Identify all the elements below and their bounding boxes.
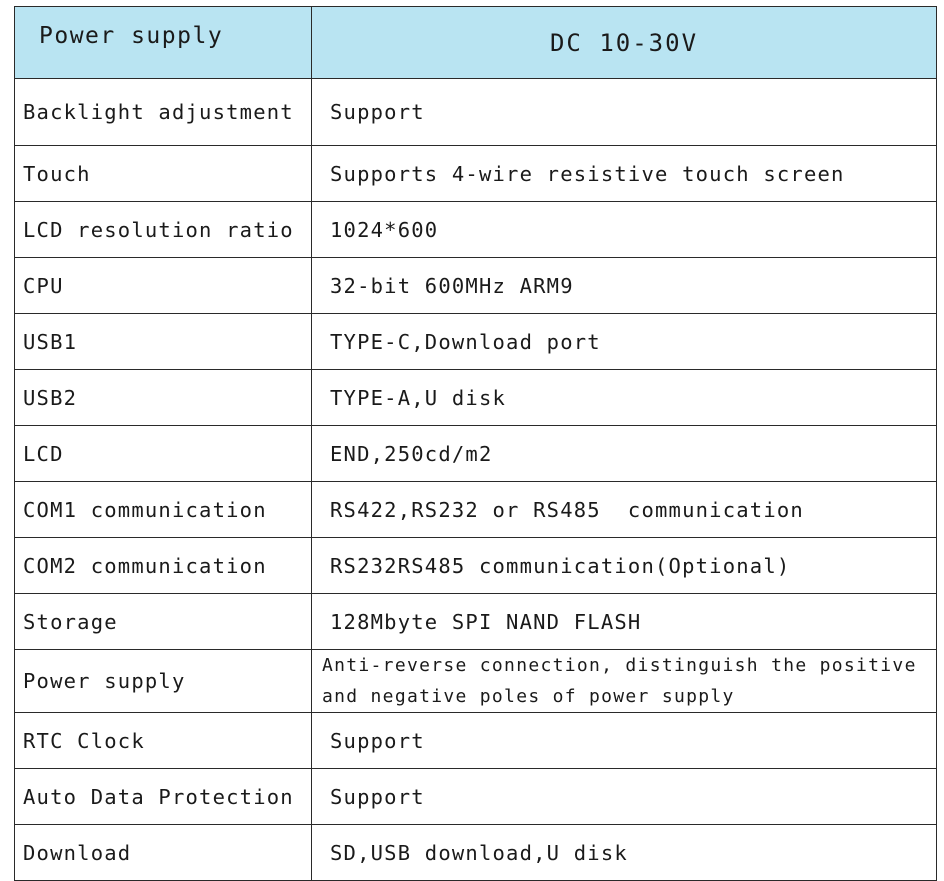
table-row: COM1 communication RS422,RS232 or RS485 … xyxy=(14,481,937,538)
header-label: Power supply xyxy=(14,6,312,79)
row-label: USB2 xyxy=(14,369,312,426)
table-row: USB2 TYPE-A,U disk xyxy=(14,369,937,426)
row-label: USB1 xyxy=(14,313,312,370)
row-value-line-1: Anti-reverse connection, distinguish the… xyxy=(322,655,917,676)
row-label: LCD xyxy=(14,425,312,482)
table-row: LCD END,250cd/m2 xyxy=(14,425,937,482)
row-value-line-2: and negative poles of power supply xyxy=(322,686,735,707)
table-row: Auto Data Protection Support xyxy=(14,768,937,825)
row-value: END,250cd/m2 xyxy=(311,425,937,482)
row-label: CPU xyxy=(14,257,312,314)
row-label: Touch xyxy=(14,145,312,202)
table-row: CPU 32-bit 600MHz ARM9 xyxy=(14,257,937,314)
row-label: COM1 communication xyxy=(14,481,312,538)
row-value: Support xyxy=(311,712,937,769)
row-label: Power supply xyxy=(14,649,312,713)
row-label: Storage xyxy=(14,593,312,650)
row-label: LCD resolution ratio xyxy=(14,201,312,258)
table-row: COM2 communication RS232RS485 communicat… xyxy=(14,537,937,594)
row-value: 1024*600 xyxy=(311,201,937,258)
row-value: TYPE-C,Download port xyxy=(311,313,937,370)
row-value: Anti-reverse connection, distinguish the… xyxy=(311,649,937,713)
row-value: 128Mbyte SPI NAND FLASH xyxy=(311,593,937,650)
row-value: Supports 4-wire resistive touch screen xyxy=(311,145,937,202)
row-label: Auto Data Protection xyxy=(14,768,312,825)
spec-table: Power supply DC 10-30V Backlight adjustm… xyxy=(14,6,937,881)
table-row: Backlight adjustment Support xyxy=(14,78,937,146)
row-label: Backlight adjustment xyxy=(14,78,312,146)
row-value: 32-bit 600MHz ARM9 xyxy=(311,257,937,314)
table-row: Download SD,USB download,U disk xyxy=(14,824,937,881)
row-value: SD,USB download,U disk xyxy=(311,824,937,881)
row-label: RTC Clock xyxy=(14,712,312,769)
header-value: DC 10-30V xyxy=(311,6,937,79)
table-row: LCD resolution ratio 1024*600 xyxy=(14,201,937,258)
row-value: RS422,RS232 or RS485 communication xyxy=(311,481,937,538)
row-value: RS232RS485 communication(Optional) xyxy=(311,537,937,594)
row-label: Download xyxy=(14,824,312,881)
table-row: USB1 TYPE-C,Download port xyxy=(14,313,937,370)
row-value: Support xyxy=(311,78,937,146)
table-row: RTC Clock Support xyxy=(14,712,937,769)
table-row: Power supply Anti-reverse connection, di… xyxy=(14,649,937,713)
row-value: TYPE-A,U disk xyxy=(311,369,937,426)
row-label: COM2 communication xyxy=(14,537,312,594)
row-value: Support xyxy=(311,768,937,825)
table-row: Storage 128Mbyte SPI NAND FLASH xyxy=(14,593,937,650)
table-header-row: Power supply DC 10-30V xyxy=(14,6,937,79)
table-row: Touch Supports 4-wire resistive touch sc… xyxy=(14,145,937,202)
